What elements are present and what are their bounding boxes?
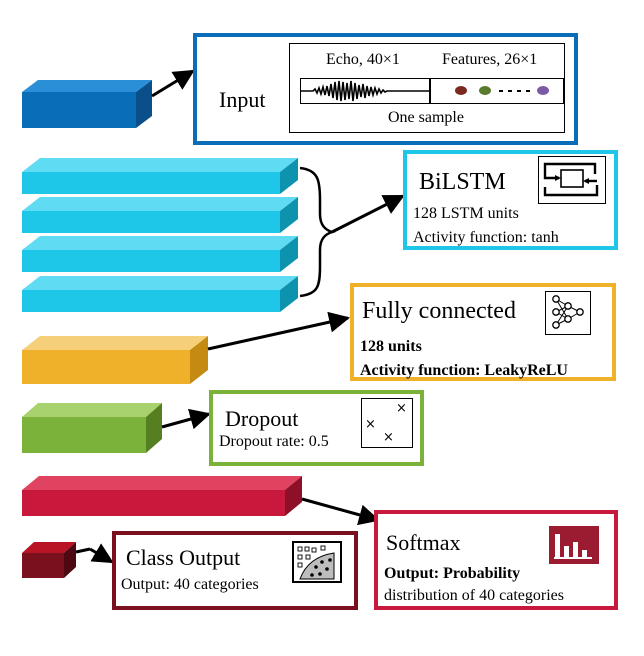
class-output-layer-block [22,542,76,578]
class-output-title: Class Output [126,545,241,570]
dropout-rate: Dropout rate: 0.5 [219,433,329,450]
bilstm-units: 128 LSTM units [413,205,519,222]
class-output-connector-tail [75,547,91,554]
fc-units: 128 units [360,338,422,355]
sample-strip [300,78,564,104]
sample-label: One sample [388,109,464,126]
features-label: Features, 26×1 [442,51,538,68]
bar-chart-icon [549,526,599,564]
bilstm-box: BiLSTM 128 LSTM units Activity function:… [403,150,618,250]
class-output-box: Class Output Output: 40 categories [112,531,358,610]
softmax-output-line1: Output: Probability [384,565,521,582]
dropout-connector-arrow [161,408,212,430]
class-output-desc: Output: 40 categories [121,576,259,593]
fc-activation: Activity function: LeakyReLU [360,362,568,379]
softmax-box: Softmax Output: Probability distribution… [374,510,618,610]
input-box: Input Echo, 40×1 Features, 26×1 One samp… [193,33,578,145]
feature-dot-1 [455,86,467,95]
feature-ellipsis [499,90,531,92]
fc-title: Fully connected [362,298,516,324]
softmax-connector-arrow [301,497,381,526]
bilstm-layer-block-2 [22,197,298,233]
echo-label: Echo, 40×1 [326,51,400,68]
input-connector-arrow [151,69,195,98]
fully-connected-box: Fully connected 128 units Activity funct… [350,283,616,381]
feature-dot-2 [479,86,491,95]
bilstm-connector-arrow [331,194,405,234]
feature-dot-3 [537,86,549,95]
input-title: Input [219,87,266,112]
fully-connected-layer-block [22,336,208,384]
dropout-points-icon: × × × [361,398,413,448]
fc-connector-arrow [207,311,351,351]
classification-scatter-icon [292,541,342,583]
bilstm-title: BiLSTM [419,169,506,195]
sample-panel: Echo, 40×1 Features, 26×1 One sample [289,43,565,133]
dropout-layer-block [22,403,162,453]
dropout-title: Dropout [225,406,299,431]
softmax-layer-block [22,476,302,516]
softmax-output-line2: distribution of 40 categories [384,587,564,604]
bilstm-layer-block-1 [22,158,298,194]
softmax-title: Softmax [386,530,461,555]
class-output-connector-arrow [89,543,114,564]
bilstm-cell-icon [538,156,606,204]
bilstm-activation: Activity function: tanh [413,229,559,246]
echo-waveform-icon [301,80,431,102]
input-layer-block [22,80,152,128]
bilstm-layer-block-4 [22,276,298,312]
neural-network-icon [545,291,591,335]
strip-divider [429,79,431,103]
bilstm-group-brace [299,166,336,298]
dropout-box: Dropout Dropout rate: 0.5 × × × [209,390,424,466]
bilstm-layer-block-3 [22,236,298,272]
